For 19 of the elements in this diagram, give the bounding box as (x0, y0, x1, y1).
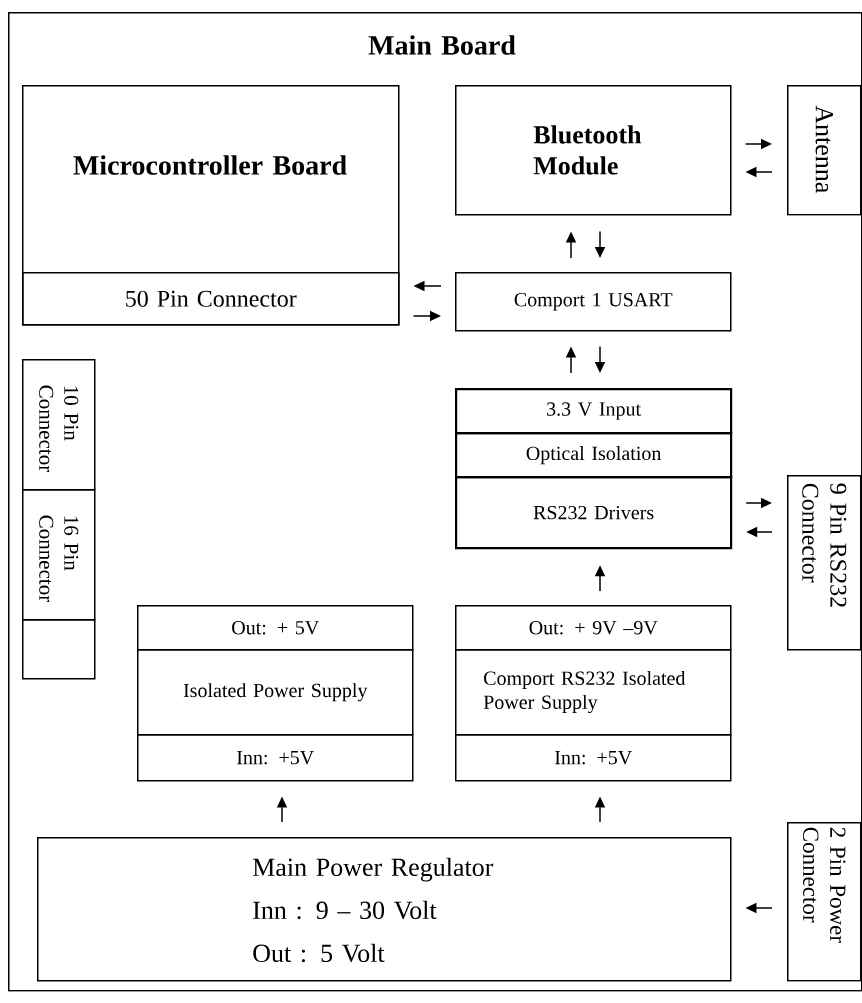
input-band: Inn: +5V (455, 734, 732, 782)
output-band: Out: + 5V (137, 605, 414, 651)
usart-box: Comport 1 USART (455, 272, 732, 332)
driver-band: RS232 Drivers (455, 476, 733, 550)
connector-box: 10 Pin Connector (22, 359, 96, 491)
regulator-box: Main Power Regulator Inn : 9 – 30 Volt Out : 5 Volt (37, 837, 732, 982)
antenna-box: Antenna (787, 85, 862, 216)
input-band: 3.3 V Input (455, 388, 733, 435)
connector-box: 9 Pin RS232 Connector (787, 475, 862, 651)
output-band: Out: + 9V –9V (455, 605, 732, 651)
connector-band: 50 Pin Connector (22, 272, 400, 326)
supply-box: Comport RS232 Isolated Power Supply (455, 649, 732, 736)
connector-box: 2 Pin Power Connector (787, 822, 862, 982)
connector-box: 16 Pin Connector (22, 489, 96, 621)
supply-box: Isolated Power Supply (137, 649, 414, 736)
module-box: Bluetooth Module (455, 85, 732, 216)
empty-box (22, 619, 96, 680)
isolation-band: Optical Isolation (455, 432, 733, 479)
input-band: Inn: +5V (137, 734, 414, 782)
